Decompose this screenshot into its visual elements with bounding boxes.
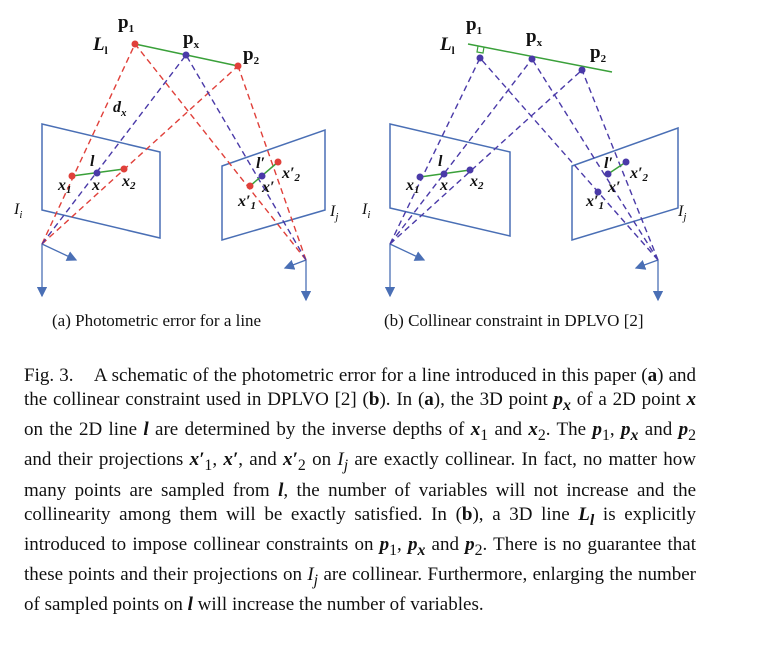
panel-b: Ll p1 px p2 l x1 x x2 l′ x′2 x′ x′1 Ii I… xyxy=(361,14,686,330)
image-plane-i xyxy=(41,123,161,239)
point-x2p xyxy=(622,158,630,166)
label-px: px xyxy=(183,28,200,51)
label-Ll: Ll xyxy=(92,34,108,57)
label-p1: p1 xyxy=(466,14,482,37)
label-l: l xyxy=(438,153,443,170)
point-x1p xyxy=(246,182,254,190)
figure: Ll p1 px p2 dx l x1 x x2 l′ x′2 x′ x′1 I… xyxy=(13,12,686,330)
ray-j-p1 xyxy=(479,57,659,261)
ray-i-p2 xyxy=(389,69,583,245)
label-Ij: Ij xyxy=(677,203,686,223)
label-Ii: Ii xyxy=(361,201,370,221)
ray-red-i-p2 xyxy=(41,65,239,245)
point-x1 xyxy=(416,173,424,181)
point-p2 xyxy=(578,66,586,74)
label-lprime: l′ xyxy=(604,155,613,172)
label-p2: p2 xyxy=(243,44,260,67)
label-x1: x1 xyxy=(405,177,420,196)
label-xp: x′ xyxy=(607,179,621,196)
panel-a-caption: (a) Photometric error for a line xyxy=(52,311,261,330)
line-3d xyxy=(467,43,613,73)
panel-a: Ll p1 px p2 dx l x1 x x2 l′ x′2 x′ x′1 I… xyxy=(13,12,338,330)
label-Ii: Ii xyxy=(13,201,22,221)
point-p2 xyxy=(234,62,242,70)
point-p1 xyxy=(476,54,484,62)
label-Ll: Ll xyxy=(439,34,455,57)
label-x2p: x′2 xyxy=(281,165,301,184)
label-x2: x2 xyxy=(121,173,136,192)
label-dx: dx xyxy=(113,99,127,119)
panel-b-caption: (b) Collinear constraint in DPLVO [2] xyxy=(384,311,644,330)
label-px: px xyxy=(526,26,543,49)
camera-axes-j xyxy=(634,259,664,302)
perpendicular-marker xyxy=(476,45,485,54)
ray-red-j-p2 xyxy=(237,65,307,261)
image-plane-i xyxy=(389,123,511,237)
label-p2: p2 xyxy=(590,42,607,65)
ray-red-j-p1 xyxy=(134,43,307,261)
ray-j-px xyxy=(531,58,659,261)
label-x2p: x′2 xyxy=(629,165,649,184)
point-x xyxy=(93,169,101,177)
image-plane-j xyxy=(571,126,679,242)
camera-axes-i xyxy=(36,243,78,298)
label-Ij: Ij xyxy=(329,203,338,223)
point-x1p xyxy=(594,188,602,196)
point-x xyxy=(440,170,448,178)
label-p1: p1 xyxy=(118,12,134,35)
label-x1p: x′1 xyxy=(585,193,604,212)
label-x1: x1 xyxy=(57,177,72,196)
ray-j-p2 xyxy=(581,69,659,261)
label-x: x xyxy=(439,177,448,194)
label-x1p: x′1 xyxy=(237,193,256,212)
point-p1 xyxy=(131,40,139,48)
point-px xyxy=(182,51,190,59)
point-xp xyxy=(258,172,266,180)
point-x2 xyxy=(466,166,474,174)
point-x1 xyxy=(68,172,76,180)
label-x: x xyxy=(91,177,100,194)
ray-i-px xyxy=(389,58,533,245)
ray-red-i-p1 xyxy=(41,43,136,245)
camera-axes-i xyxy=(384,243,426,298)
label-xp: x′ xyxy=(261,179,275,196)
camera-axes-j xyxy=(283,259,312,302)
point-px xyxy=(528,55,536,63)
fig-number: Fig. 3. xyxy=(24,365,74,386)
label-x2: x2 xyxy=(469,173,484,192)
ray-i-p1 xyxy=(389,57,481,245)
point-x2p xyxy=(274,158,282,166)
point-xp xyxy=(604,170,612,178)
figure-caption: Fig. 3. A schematic of the photometric e… xyxy=(24,365,697,616)
label-l: l xyxy=(90,153,95,170)
image-plane-j xyxy=(221,128,326,241)
ray-purple-i-px xyxy=(41,54,187,245)
point-x2 xyxy=(120,165,128,173)
label-lprime: l′ xyxy=(256,155,265,172)
